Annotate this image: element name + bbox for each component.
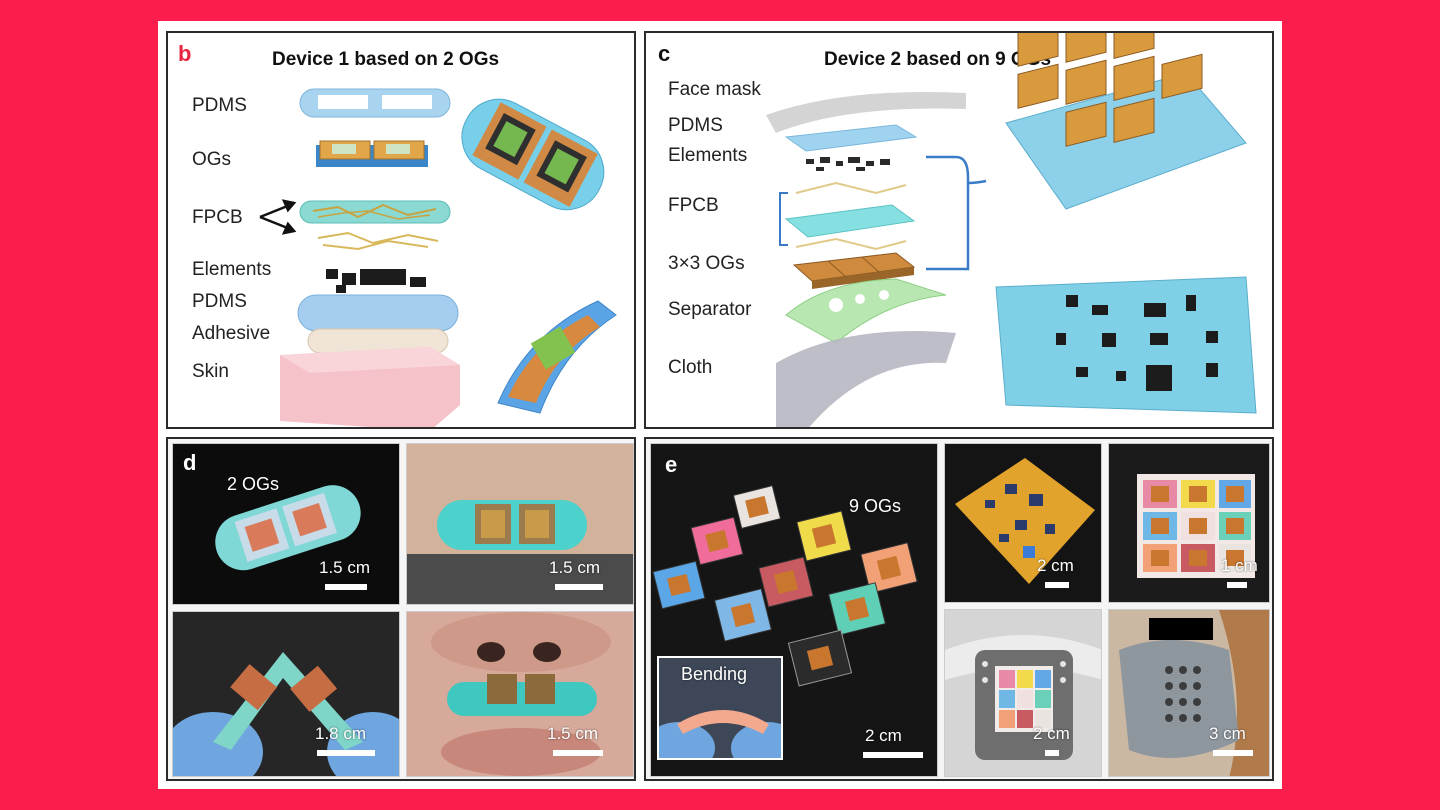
photo-e-circuit-board: 2 cm [944, 443, 1102, 603]
c-pdms-layer [784, 124, 918, 152]
photo-e3-scalebar [1227, 582, 1247, 588]
skin-block [280, 347, 460, 427]
layer-label-cloth: Cloth [668, 357, 713, 378]
photo-e-nine-ogs: e 9 OGs Bending 2 cm [650, 443, 938, 777]
separator-layer [785, 278, 947, 344]
photo-d3-scalebar [317, 750, 375, 756]
device2-exploded-illustration [766, 33, 1257, 427]
panel-d: 2 OGs d 1.5 cm 1.5 cm [166, 437, 636, 781]
photo-d1-scale-label: 1.5 cm [319, 558, 371, 577]
panel-b-letter: b [178, 41, 192, 66]
photo-e5-scale-label: 3 cm [1209, 724, 1246, 743]
layer-label-ogs: OGs [192, 149, 232, 170]
og-array-device-illustration [1005, 33, 1247, 210]
c-fpcb-layer [784, 204, 916, 238]
photo-e-separator-with-ogs: 2 cm [944, 609, 1102, 777]
photo-e2-scale-label: 2 cm [1037, 556, 1074, 575]
assembled-device-illustration [461, 98, 605, 211]
pdms-frame-layer [299, 88, 451, 118]
photo-e1-scalebar [863, 752, 923, 758]
panel-c-title: Device 2 based on 9 OGs [824, 49, 1052, 70]
pdms-base-layer [297, 294, 459, 332]
photo-d1-scalebar [325, 584, 367, 590]
layer-label-separator: Separator [668, 299, 752, 320]
layer-label-elements: Elements [192, 259, 272, 280]
panel-b-title: Device 1 based on 2 OGs [272, 49, 500, 70]
layer-label-pdms-top: PDMS [192, 95, 247, 116]
photo-e4-scale-label: 2 cm [1033, 724, 1070, 743]
layer-label-c-elements: Elements [668, 145, 748, 166]
photo-e-og-array: 1 cm [1108, 443, 1270, 603]
layer-label-c-pdms: PDMS [668, 115, 723, 136]
panel-d-letter: d [183, 450, 197, 475]
panel-c-letter: c [658, 41, 671, 66]
photo-d-label-2-ogs: 2 OGs [227, 474, 280, 494]
photo-e4-scalebar [1045, 750, 1059, 756]
photo-e3-scale-label: 1 cm [1221, 556, 1258, 575]
photo-e1-scale-label: 2 cm [865, 726, 902, 745]
layer-label-adhesive: Adhesive [192, 323, 271, 344]
cloth-layer [776, 331, 956, 427]
ogs-layer [316, 140, 428, 167]
bent-device-illustration [497, 300, 617, 414]
layer-label-skin: Skin [192, 361, 229, 382]
layer-label-pdms-bottom: PDMS [192, 291, 247, 312]
device1-exploded-illustration [259, 88, 617, 427]
layer-label-c-fpcb: FPCB [668, 195, 719, 216]
panel-b: b Device 1 based on 2 OGs PDMS OGs FPCB … [166, 31, 636, 429]
photo-d2-scalebar [555, 584, 603, 590]
photo-e-bending-inset: Bending [657, 656, 783, 760]
circuit-traces [317, 231, 439, 251]
layer-label-3x3-ogs: 3×3 OGs [668, 253, 745, 274]
panel-e: e 9 OGs Bending 2 cm [644, 437, 1274, 781]
fpcb-layer [299, 200, 451, 224]
face-mask-layer [766, 91, 966, 133]
panel-e-letter: e [665, 452, 678, 477]
photo-d4-scalebar [553, 750, 603, 756]
photo-e-mask-worn: 3 cm [1108, 609, 1270, 777]
photo-e-label-9-ogs: 9 OGs [849, 496, 902, 516]
photo-d-device-bending: 1.8 cm [172, 611, 400, 777]
photo-e2-scalebar [1045, 582, 1069, 588]
elements-layer [326, 269, 426, 293]
photo-d-device-on-black: 2 OGs d 1.5 cm [172, 443, 400, 605]
layer-label-fpcb: FPCB [192, 207, 243, 228]
panel-c: c Device 2 based on 9 OGs Face mask PDMS… [644, 31, 1274, 429]
photo-e5-scalebar [1213, 750, 1253, 756]
photo-d4-scale-label: 1.5 cm [547, 724, 599, 743]
inset-label-bending: Bending [681, 664, 748, 684]
fpcb-arrow-icon [259, 199, 297, 235]
photo-d2-scale-label: 1.5 cm [549, 558, 601, 577]
c-elements-layer [806, 157, 890, 171]
photo-d3-scale-label: 1.8 cm [315, 724, 367, 743]
photo-d-device-on-skin: 1.5 cm [406, 443, 634, 605]
figure: b Device 1 based on 2 OGs PDMS OGs FPCB … [158, 21, 1282, 789]
layer-label-face-mask: Face mask [668, 79, 761, 100]
c-3x3-ogs-layer [792, 252, 916, 289]
photo-d-device-under-nose: 1.5 cm [406, 611, 634, 777]
circuit-board-illustration [995, 276, 1257, 414]
